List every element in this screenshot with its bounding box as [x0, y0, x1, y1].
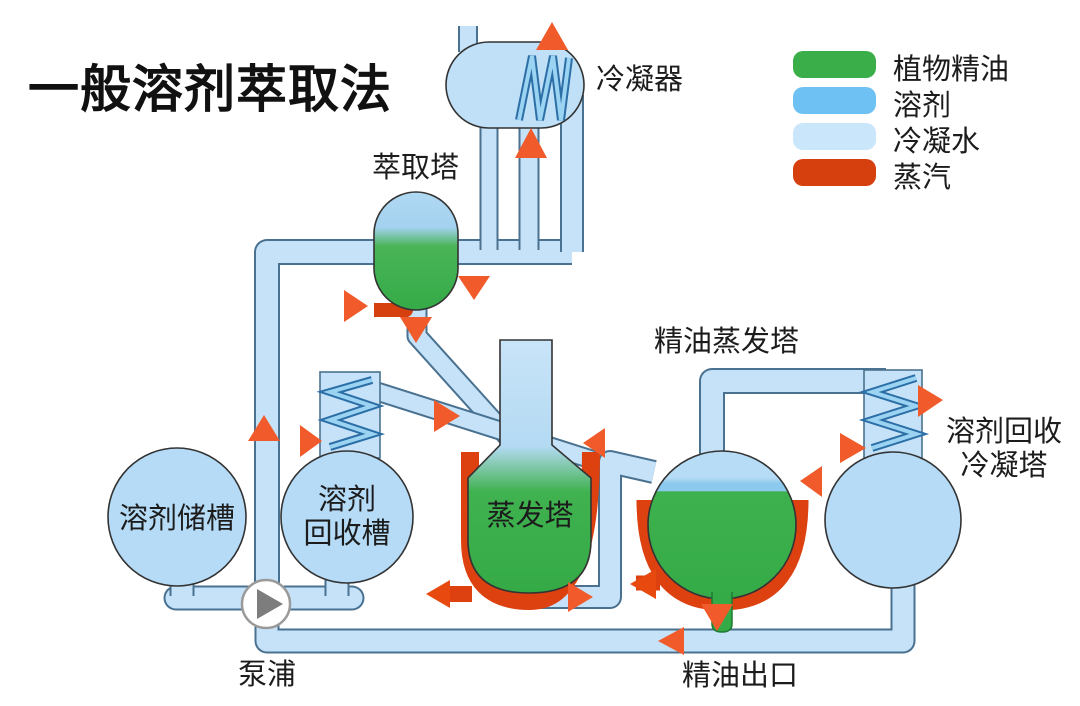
extraction-tower-vessel — [373, 191, 459, 311]
arrow-left-evap-steam — [426, 580, 450, 608]
flow-arrows — [248, 22, 943, 655]
extraction-tower-label: 萃取塔 — [372, 150, 460, 184]
oil-outlet-label: 精油出口 — [682, 658, 799, 692]
arrow-down-tower-spout — [400, 317, 432, 343]
legend-swatch-plant-oil — [793, 51, 876, 78]
solvent-storage-tank-label: 溶剂储槽 — [118, 501, 235, 535]
condenser-coil-icon — [515, 55, 573, 121]
arrow-right-steam-inlet — [344, 290, 368, 322]
oil-evaporation-tower-label: 精油蒸发塔 — [654, 324, 800, 358]
arrow-left-flask-vapor — [800, 466, 822, 497]
arrow-left-flask-steam — [630, 569, 656, 599]
arrow-up-condenser-mid — [515, 128, 547, 158]
evaporation-tower-vessel — [467, 339, 592, 594]
legend-swatch-steam — [793, 159, 876, 186]
arrow-right-coil-right — [434, 400, 460, 432]
solvent-recovery-condenser-label-line1: 溶剂回收 — [945, 414, 1062, 448]
oil-evaporation-flask-vessel — [647, 450, 797, 600]
legend-swatch-condensed-water — [793, 123, 876, 150]
solvent-recovery-condenser-label: 溶剂回收 冷凝塔 — [936, 414, 1072, 482]
arrow-up-condenser-top — [536, 22, 568, 50]
arrow-down-tower-right — [458, 276, 490, 300]
solvent-storage-tank-vessel — [107, 447, 247, 587]
arrow-down-oil-spout — [701, 604, 733, 631]
condenser-label: 冷凝器 — [596, 62, 684, 96]
solvent-recovery-tank-vessel — [280, 450, 414, 584]
solvent-recovery-tank-label: 溶剂 回收槽 — [287, 482, 407, 550]
solvent-recovery-tank-label-line2: 回收槽 — [303, 516, 391, 550]
page-title: 一般溶剂萃取法 — [28, 61, 393, 120]
arrow-up-feed-riser — [248, 415, 280, 441]
arrow-right-coil-left — [300, 425, 322, 457]
solvent-recovery-tank-label-line1: 溶剂 — [317, 482, 376, 516]
solvent-recovery-condenser-label-line2: 冷凝塔 — [960, 448, 1048, 482]
legend-label-condensed-water: 冷凝水 — [893, 124, 981, 158]
arrow-right-condenser-in — [840, 433, 866, 463]
legend-label-plant-oil: 植物精油 — [893, 52, 1010, 86]
recovery-condenser-coil-icon — [858, 374, 930, 452]
solvent-recovery-condenser-vessel — [824, 451, 962, 589]
legend-label-steam: 蒸汽 — [893, 160, 952, 194]
arrow-right-evap-bottom — [568, 582, 593, 612]
arrow-left-bottom-line — [658, 627, 684, 655]
pump-icon — [240, 578, 292, 630]
arrow-left-evap-top — [583, 428, 605, 458]
pump-label: 泵浦 — [238, 657, 297, 691]
legend-swatch-solvent — [793, 87, 876, 114]
legend-label-solvent: 溶剂 — [893, 88, 952, 122]
arrow-right-condenser-neck — [918, 385, 943, 417]
recovery-tank-coil-icon — [316, 376, 386, 451]
evaporation-tower-label: 蒸发塔 — [486, 498, 574, 532]
